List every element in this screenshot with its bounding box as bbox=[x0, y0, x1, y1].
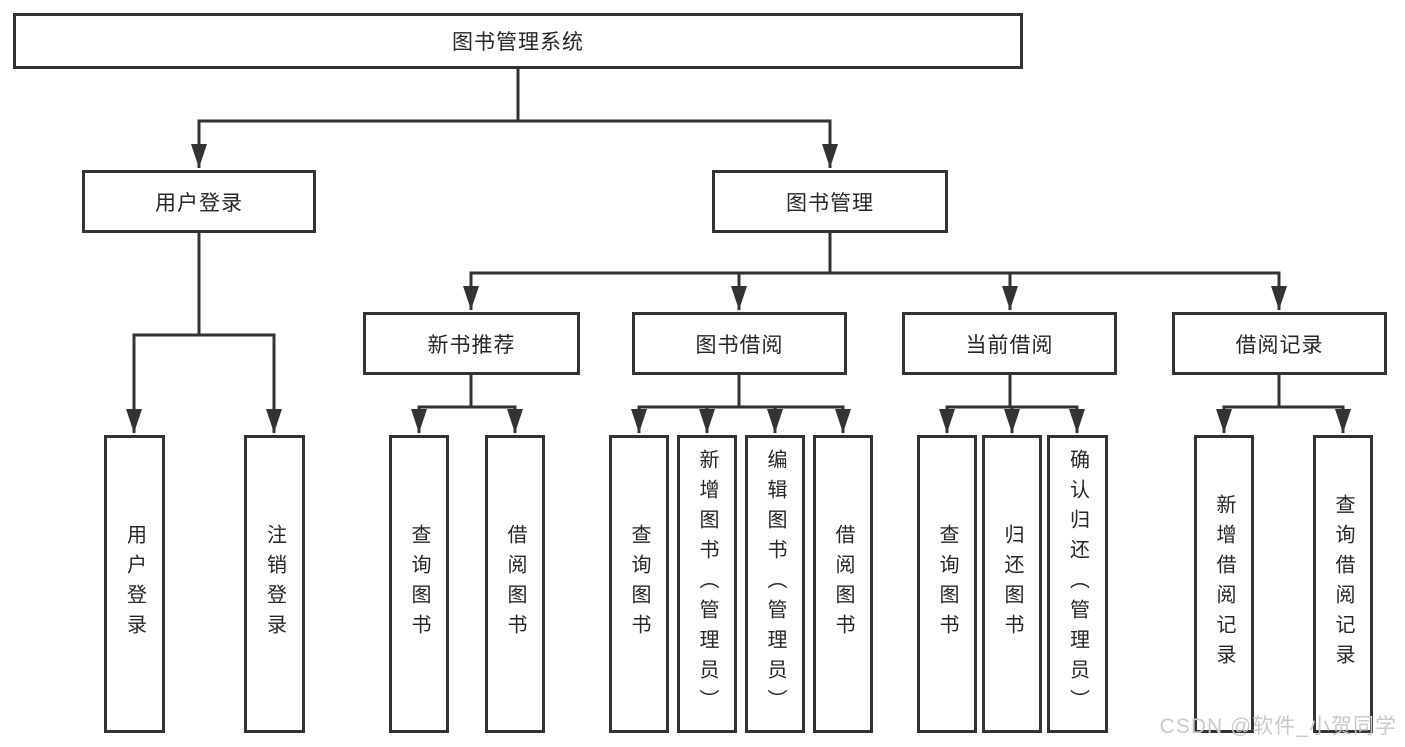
node-current-borrowing-label: 当前借阅 bbox=[965, 333, 1054, 357]
node-user-login-label: 用户登录 bbox=[155, 191, 243, 215]
node-root: 图书管理系统 bbox=[13, 13, 1023, 69]
node-book-borrowing-label: 图书借阅 bbox=[695, 333, 784, 357]
leaf-bb-add-books: 新增图书（管理员） bbox=[677, 435, 737, 733]
leaf-bb-edit-books: 编辑图书（管理员） bbox=[745, 435, 805, 733]
node-book-borrowing: 图书借阅 bbox=[632, 312, 847, 375]
leaf-cb-return-books: 归还图书 bbox=[982, 435, 1042, 733]
node-current-borrowing: 当前借阅 bbox=[902, 312, 1117, 375]
leaf-nbr-query-books-label: 查询图书 bbox=[408, 524, 430, 644]
node-book-management-label: 图书管理 bbox=[786, 191, 874, 215]
leaf-user-login: 用户登录 bbox=[104, 435, 165, 733]
node-borrowing-records: 借阅记录 bbox=[1172, 312, 1387, 375]
leaf-cb-return-books-label: 归还图书 bbox=[1001, 524, 1023, 644]
leaf-br-query-record-label: 查询借阅记录 bbox=[1332, 494, 1354, 674]
leaf-bb-edit-books-label: 编辑图书（管理员） bbox=[764, 449, 786, 719]
leaf-bb-query-books-label: 查询图书 bbox=[628, 524, 650, 644]
leaf-bb-borrow-books-label: 借阅图书 bbox=[832, 524, 854, 644]
leaf-nbr-borrow-books-label: 借阅图书 bbox=[504, 524, 526, 644]
leaf-br-query-record: 查询借阅记录 bbox=[1313, 435, 1373, 733]
leaf-br-add-record-label: 新增借阅记录 bbox=[1213, 494, 1235, 674]
leaf-cb-query-books: 查询图书 bbox=[917, 435, 977, 733]
node-new-book-recommend: 新书推荐 bbox=[363, 312, 580, 375]
node-book-management: 图书管理 bbox=[712, 170, 948, 233]
node-user-login: 用户登录 bbox=[82, 170, 316, 233]
leaf-nbr-borrow-books: 借阅图书 bbox=[485, 435, 545, 733]
leaf-bb-query-books: 查询图书 bbox=[609, 435, 669, 733]
leaf-logout-label: 注销登录 bbox=[263, 524, 286, 644]
leaf-cb-confirm-return-label: 确认归还（管理员） bbox=[1066, 449, 1089, 719]
leaf-cb-confirm-return: 确认归还（管理员） bbox=[1047, 435, 1108, 733]
node-new-book-recommend-label: 新书推荐 bbox=[427, 333, 516, 357]
leaf-bb-borrow-books: 借阅图书 bbox=[813, 435, 873, 733]
leaf-bb-add-books-label: 新增图书（管理员） bbox=[696, 449, 718, 719]
node-borrowing-records-label: 借阅记录 bbox=[1235, 333, 1324, 357]
leaf-cb-query-books-label: 查询图书 bbox=[936, 524, 958, 644]
leaf-nbr-query-books: 查询图书 bbox=[389, 435, 449, 733]
watermark: CSDN @软件_小贺同学 bbox=[1159, 715, 1397, 738]
leaf-logout: 注销登录 bbox=[244, 435, 305, 733]
node-root-label: 图书管理系统 bbox=[452, 31, 584, 54]
leaf-br-add-record: 新增借阅记录 bbox=[1194, 435, 1254, 733]
leaf-user-login-label: 用户登录 bbox=[123, 524, 146, 644]
